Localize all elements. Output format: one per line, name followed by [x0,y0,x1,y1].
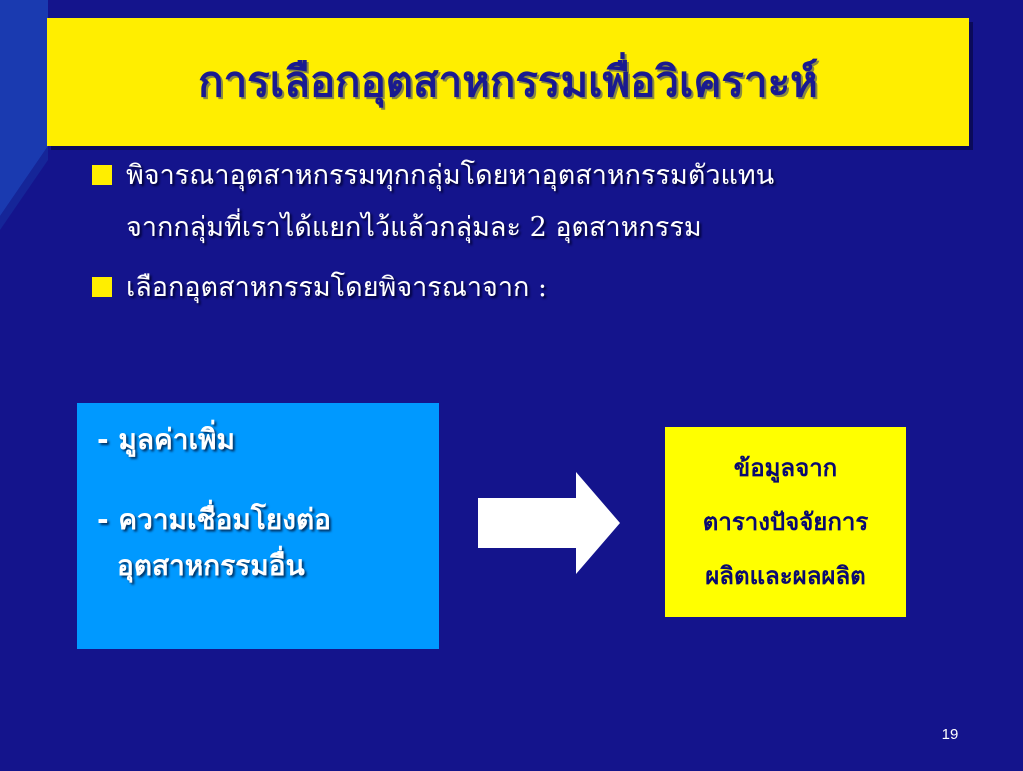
bullet-text-line: พิจารณาอุตสาหกรรมทุกกลุ่มโดยหาอุตสาหกรรม… [126,160,775,191]
square-bullet-icon [92,165,112,185]
source-box: ข้อมูลจาก ตารางปัจจัยการ ผลิตและผลผลิต [665,427,906,617]
bullet-item: พิจารณาอุตสาหกรรมทุกกลุ่มโดยหาอุตสาหกรรม… [88,150,988,254]
criteria-value-added: - มูลค่าเพิ่ม [97,423,235,456]
criteria-box: - มูลค่าเพิ่ม - ความเชื่อมโยงต่อ อุตสาหก… [77,403,439,649]
source-line-3: ผลิตและผลผลิต [705,562,866,590]
source-line-2: ตารางปัจจัยการ [702,508,869,536]
criteria-linkage-cont: อุตสาหกรรมอื่น [117,549,305,582]
criteria-linkage: - ความเชื่อมโยงต่อ [97,503,331,536]
bullet-text-line: เลือกอุตสาหกรรมโดยพิจารณาจาก : [126,272,548,303]
source-line-1: ข้อมูลจาก [733,454,838,482]
bullet-list: พิจารณาอุตสาหกรรมทุกกลุ่มโดยหาอุตสาหกรรม… [88,150,988,314]
bullet-item: เลือกอุตสาหกรรมโดยพิจารณาจาก : [88,262,988,314]
slide-number: 19 [941,726,959,743]
slide-title: การเลือกอุตสาหกรรมเพื่อวิเคราะห์ [198,57,818,106]
bullet-text-line: จากกลุ่มที่เราได้แยกไว้แล้วกลุ่มละ 2 อุต… [126,212,702,243]
square-bullet-icon [92,277,112,297]
title-banner: การเลือกอุตสาหกรรมเพื่อวิเคราะห์ [47,18,969,146]
right-arrow-icon [478,472,620,574]
